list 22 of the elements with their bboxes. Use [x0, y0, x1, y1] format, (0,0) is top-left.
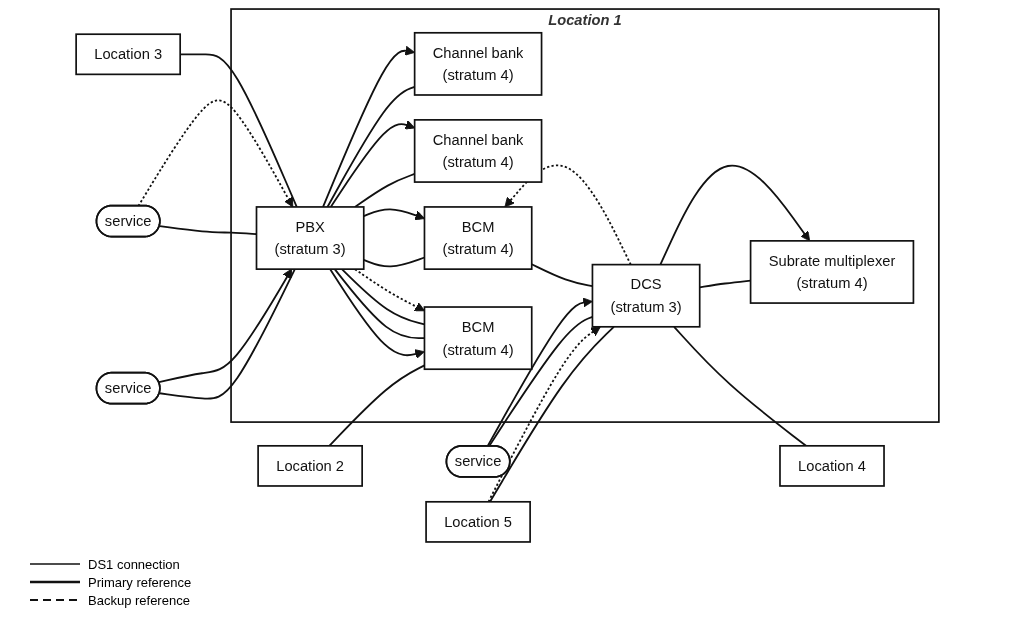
- arrow: [137, 99, 294, 208]
- connector: [340, 268, 426, 326]
- arrow: [329, 268, 425, 359]
- node-box: PBX (stratum 3): [255, 206, 365, 270]
- arrow: [659, 164, 811, 266]
- node-box: BCM (stratum 4): [423, 306, 533, 371]
- legend-text: Backup reference: [88, 592, 190, 608]
- connector: [333, 268, 426, 340]
- node-box: Location 5: [425, 500, 531, 543]
- node-box: Channel bank (stratum 4): [413, 119, 543, 183]
- connector: [673, 325, 807, 447]
- node-box: Location 2: [257, 444, 363, 487]
- legend-text: DS1 connection: [88, 556, 180, 572]
- node-box: BCM (stratum 4): [423, 206, 533, 270]
- arrow: [504, 164, 632, 266]
- arrow: [354, 268, 425, 312]
- node-box: Location 4: [779, 444, 885, 487]
- node-box: Channel bank (stratum 4): [413, 31, 543, 96]
- node-box: Subrate multiplexer (stratum 4): [749, 240, 915, 304]
- node-box: Location 3: [75, 33, 181, 76]
- legend-text: Primary reference: [88, 574, 192, 590]
- node-box: DCS (stratum 3): [591, 263, 701, 328]
